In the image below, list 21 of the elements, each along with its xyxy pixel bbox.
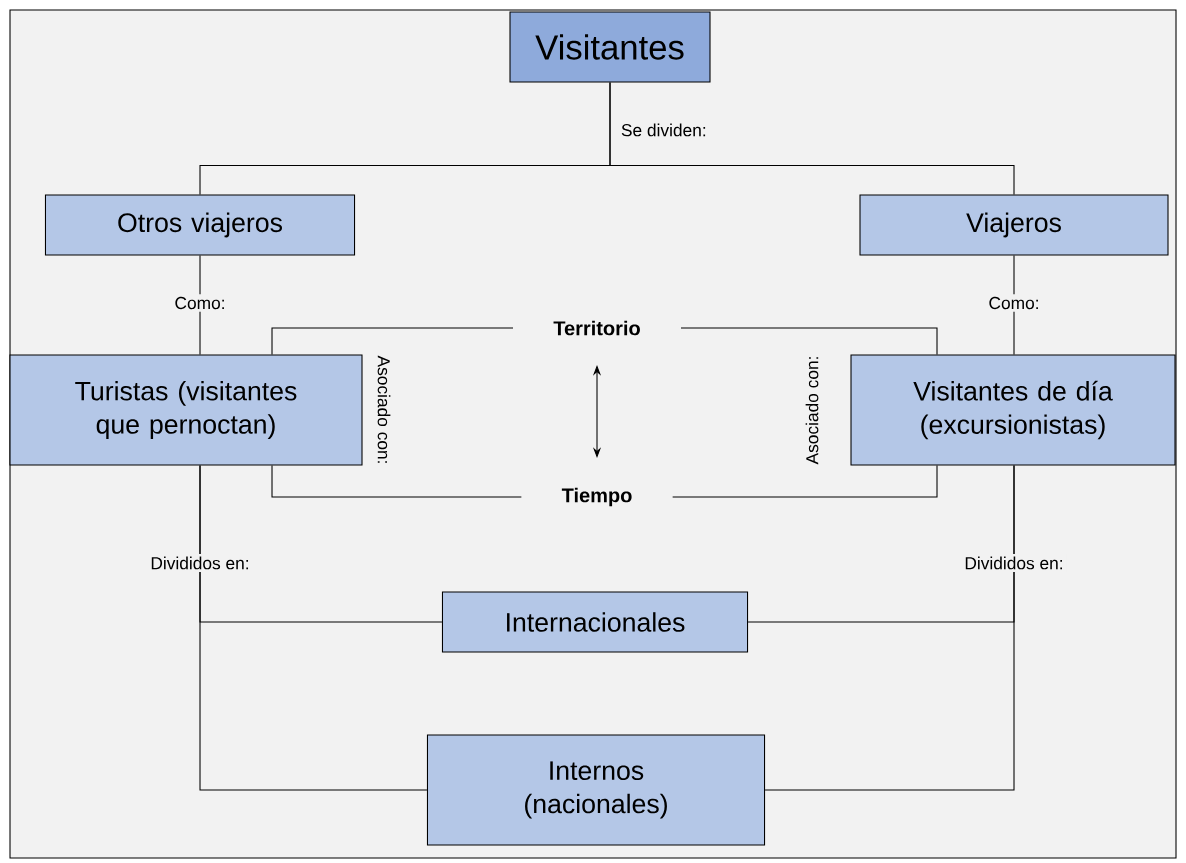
category-box: Internacionales xyxy=(441,591,749,653)
connector-line xyxy=(271,465,522,498)
connector-line xyxy=(271,327,514,355)
edge-label: Se dividen: xyxy=(621,123,706,137)
connector-line xyxy=(672,465,938,498)
category-box: Turistas (visitantes que pernoctan) xyxy=(9,354,363,466)
heading-text: Tiempo xyxy=(561,487,632,507)
edge-label: Asociado con: xyxy=(377,355,391,463)
edge-label: Como: xyxy=(985,294,1043,312)
category-box: Viajeros xyxy=(859,194,1169,256)
category-box: Visitantes de día (excursionistas) xyxy=(850,354,1176,466)
heading-text: Territorio xyxy=(553,320,640,336)
edge-label: Asociado con: xyxy=(805,357,819,465)
category-box: Otros viajeros xyxy=(44,194,356,256)
connector-line xyxy=(609,82,1015,195)
connector-line xyxy=(680,327,938,355)
category-box: Visitantes xyxy=(509,11,711,83)
connector-line xyxy=(199,465,428,791)
connector-line xyxy=(764,465,1015,791)
edge-label: Como: xyxy=(171,294,229,312)
category-box: Internos (nacionales) xyxy=(426,734,766,846)
